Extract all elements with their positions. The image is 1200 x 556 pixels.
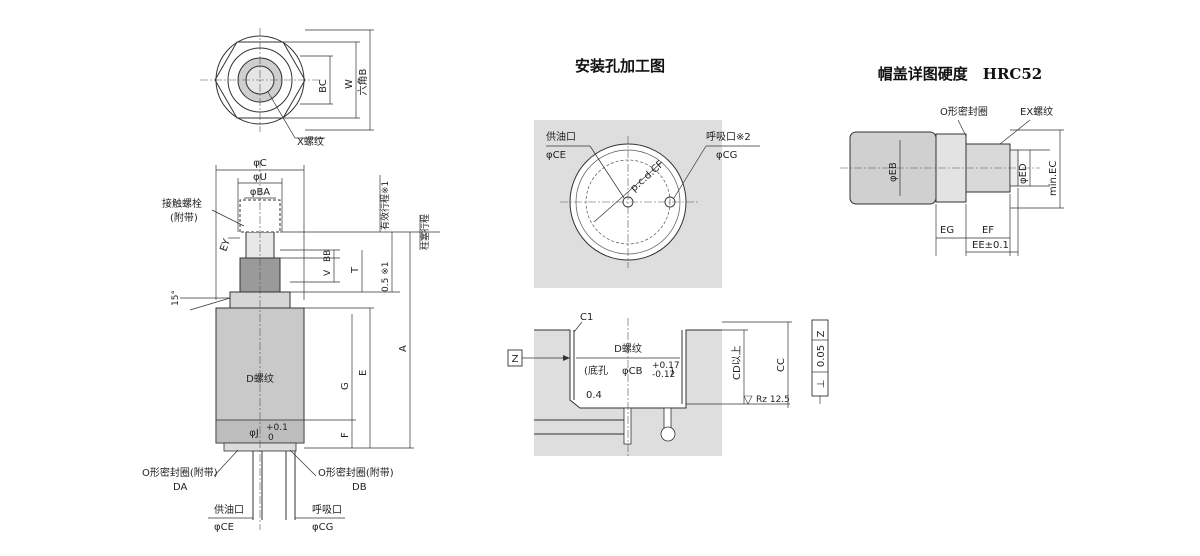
f-label: F <box>340 432 351 438</box>
phi-j-label: φJ <box>249 428 259 439</box>
mount-hole-title: 安装孔加工图 <box>575 57 665 75</box>
db-label: DB <box>352 482 367 493</box>
phi-j-tol-upper: +0.1 <box>266 423 288 433</box>
plan-supply-label: 供油口 <box>546 130 576 143</box>
g-label: G <box>340 382 351 390</box>
close-paren: ) <box>670 366 674 377</box>
v-label: V <box>323 269 333 276</box>
breather-port-phi-cg: φCG <box>312 522 333 533</box>
cb-tol-lower: -0.12 <box>652 370 675 380</box>
t-label: T <box>350 266 361 274</box>
contact-bolt-label: 接触螺栓 <box>162 197 202 210</box>
roughness-label: Rz 12.5 <box>756 395 790 405</box>
cap-ex-thread-label: EX螺纹 <box>1020 105 1053 118</box>
section-block <box>534 330 722 456</box>
supply-port-label: 供油口 <box>214 503 244 516</box>
c1-label: C1 <box>580 312 593 323</box>
phi-j-tol-lower: 0 <box>268 433 274 443</box>
z-left-label: Z <box>512 354 519 365</box>
supply-port-phi-ce: φCE <box>214 522 234 533</box>
mount-hole-section: C1 Z D螺纹 (底孔 φCB +0.17 -0.12 ) 0.4 CD以上 … <box>507 312 829 456</box>
e-label: E <box>358 370 369 376</box>
cap-detail-title: 帽盖详图硬度 HRC52 <box>878 65 1042 83</box>
bc-label: BC <box>318 79 329 93</box>
phi-c-label: φC <box>253 158 267 169</box>
cap-min-ec: min.EC <box>1048 161 1059 196</box>
cb-tol-upper: +0.17 <box>652 361 680 371</box>
phi-u-label: φU <box>253 172 267 183</box>
piston-stroke-label: 柱塞行程 <box>419 214 431 250</box>
eff-stroke-label: 有效行程※1 <box>379 181 391 230</box>
cap-detail: 帽盖详图硬度 HRC52 O形密封圈 EX螺纹 φEB φED min.EC E… <box>840 65 1064 256</box>
bb-label: BB <box>323 250 333 262</box>
cap-phi-eb: φEB <box>888 162 899 182</box>
cap-eg: EG <box>940 225 954 236</box>
cap-phi-ed: φED <box>1018 163 1029 184</box>
oring-right-label: O形密封圈(附带) <box>318 466 394 479</box>
section-phi-cb: φCB <box>622 366 643 377</box>
d-thread-label: D螺纹 <box>246 372 274 385</box>
da-label: DA <box>173 482 188 493</box>
chamfer-label: 0.4 <box>586 390 602 401</box>
a-label: A <box>398 345 409 352</box>
x-thread-label: X螺纹 <box>297 135 324 148</box>
cap-ee: EE±0.1 <box>972 240 1009 251</box>
plan-phi-cg: φCG <box>716 150 737 161</box>
section-d-thread: D螺纹 <box>614 342 642 355</box>
top-view: BC W 六角B X螺纹 <box>200 28 374 148</box>
hex-b-label: 六角B <box>357 68 369 95</box>
section-bottom-hole: (底孔 <box>584 364 608 377</box>
cc-label: CC <box>776 358 787 372</box>
cd-min-label: CD以上 <box>731 345 743 380</box>
cap-oring-label: O形密封圈 <box>940 105 988 118</box>
plan-breather-label: 呼吸口※2 <box>706 131 751 143</box>
mount-hole-plan: 安装孔加工图 p.c.d.CF 供油口 φCE 呼吸口※2 φCG <box>534 57 760 288</box>
ey-label: EY <box>218 237 233 253</box>
perp-value-label: 0.05 <box>816 345 827 367</box>
perp-symbol: ⊥ <box>816 380 827 389</box>
w-label: W <box>344 79 355 89</box>
cap-ef: EF <box>982 225 994 236</box>
side-view: φC φU φBA 接触螺栓 (附带) EY BB V T 0.5 ※1 有效行… <box>142 158 440 533</box>
perp-datum-label: Z <box>816 330 827 337</box>
contact-bolt-attached: (附带) <box>170 211 198 224</box>
plan-phi-ce: φCE <box>546 150 566 161</box>
phi-ba-label: φBA <box>250 187 270 198</box>
half-stroke-label: 0.5 ※1 <box>381 262 391 292</box>
breather-port-label: 呼吸口 <box>312 504 342 516</box>
oring-left-label: O形密封圈(附带) <box>142 466 218 479</box>
angle-label: 15° <box>171 290 181 306</box>
